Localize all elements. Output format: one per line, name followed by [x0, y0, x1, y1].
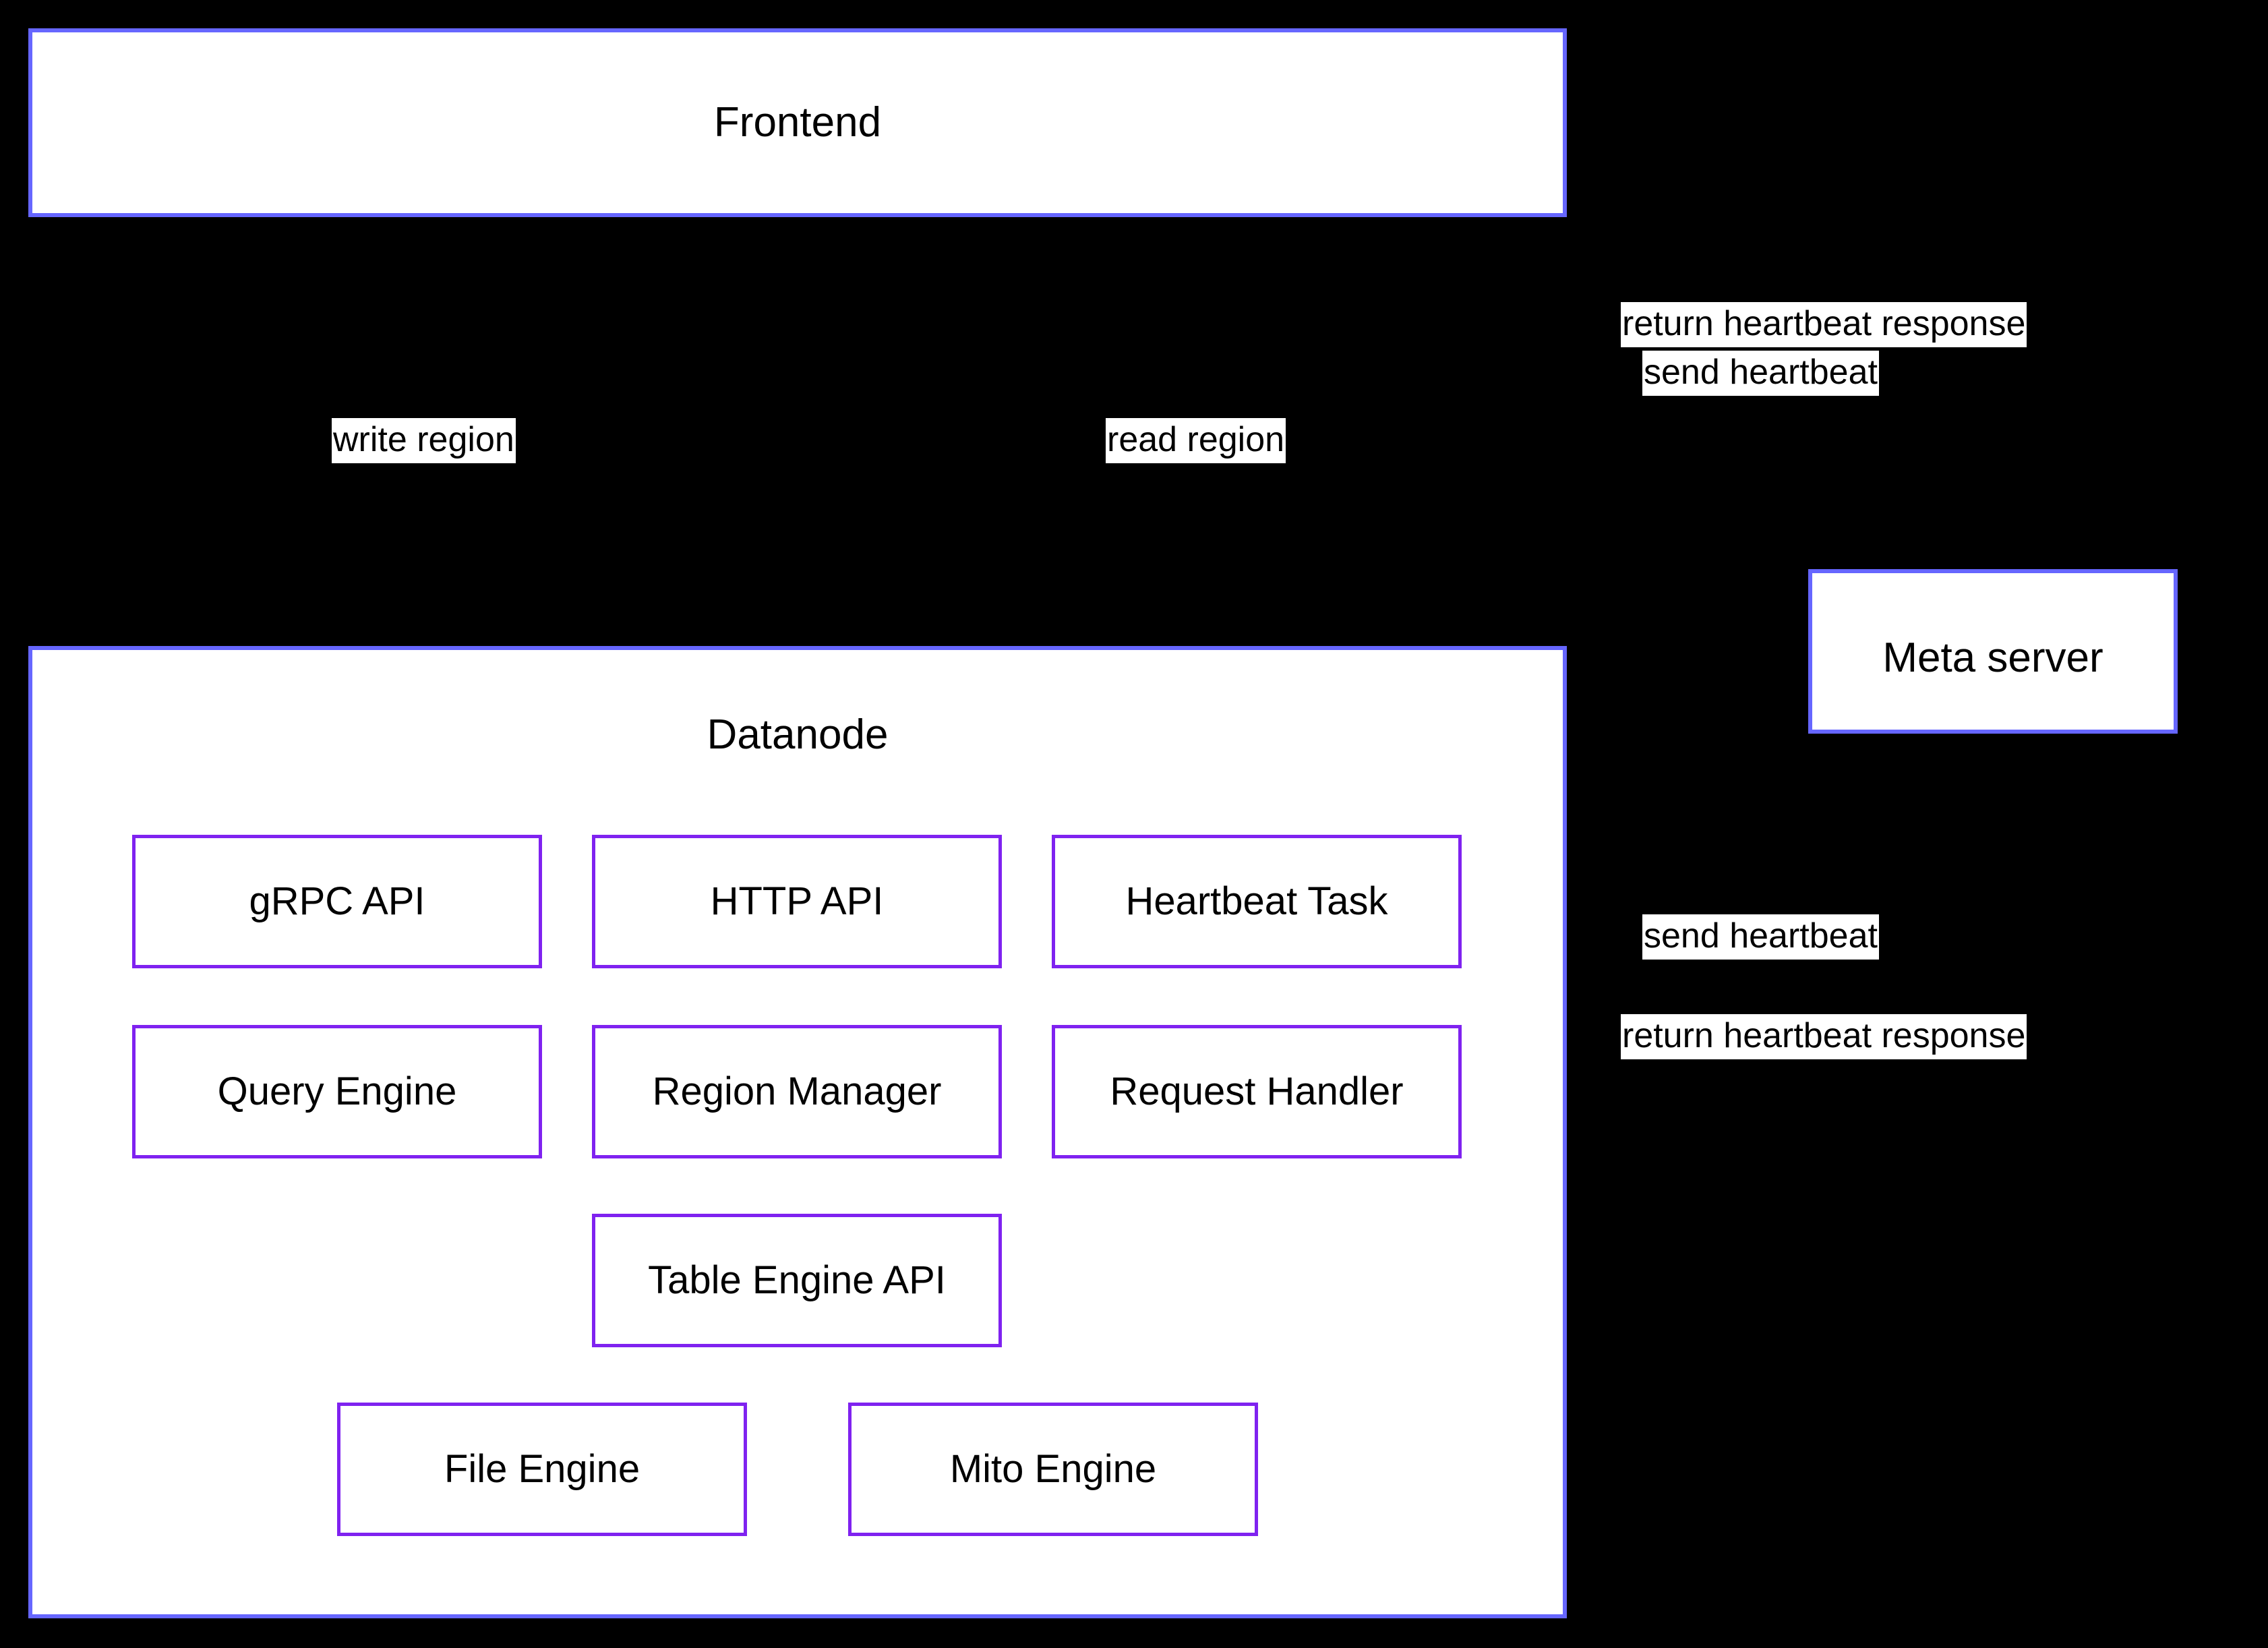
meta-server-container[interactable]: Meta server	[1808, 569, 2178, 734]
component-query-engine[interactable]: Query Engine	[132, 1025, 542, 1158]
component-http-api[interactable]: HTTP API	[592, 835, 1002, 968]
component-request-handler[interactable]: Request Handler	[1052, 1025, 1462, 1158]
component-query-engine-label: Query Engine	[217, 1069, 457, 1114]
meta-server-title: Meta server	[1882, 635, 2103, 681]
component-heartbeat-task[interactable]: Heartbeat Task	[1052, 835, 1462, 968]
component-region-manager[interactable]: Region Manager	[592, 1025, 1002, 1158]
edge-label-return-heartbeat-response-top: return heartbeat response	[1621, 302, 2027, 348]
edge-label-write-region: write region	[332, 418, 516, 464]
component-region-manager-label: Region Manager	[652, 1069, 942, 1114]
component-http-api-label: HTTP API	[710, 879, 884, 924]
edge-label-send-heartbeat-bottom: send heartbeat	[1642, 914, 1879, 960]
component-table-engine-api-label: Table Engine API	[648, 1258, 946, 1303]
frontend-container[interactable]: Frontend	[28, 28, 1567, 217]
component-heartbeat-task-label: Heartbeat Task	[1125, 879, 1388, 924]
component-table-engine-api[interactable]: Table Engine API	[592, 1214, 1002, 1347]
edge-label-return-heartbeat-response-bottom: return heartbeat response	[1621, 1014, 2027, 1060]
component-grpc-api-label: gRPC API	[249, 879, 425, 924]
edge-label-read-region: read region	[1106, 418, 1286, 464]
component-file-engine-label: File Engine	[444, 1447, 640, 1492]
component-file-engine[interactable]: File Engine	[337, 1403, 747, 1536]
component-grpc-api[interactable]: gRPC API	[132, 835, 542, 968]
edge-label-send-heartbeat-top: send heartbeat	[1642, 351, 1879, 396]
component-request-handler-label: Request Handler	[1110, 1069, 1404, 1114]
datanode-title: Datanode	[707, 711, 889, 758]
component-mito-engine[interactable]: Mito Engine	[848, 1403, 1258, 1536]
edge-send-heartbeat-bottom	[1567, 728, 1890, 906]
component-mito-engine-label: Mito Engine	[949, 1447, 1157, 1492]
frontend-title: Frontend	[713, 99, 882, 146]
